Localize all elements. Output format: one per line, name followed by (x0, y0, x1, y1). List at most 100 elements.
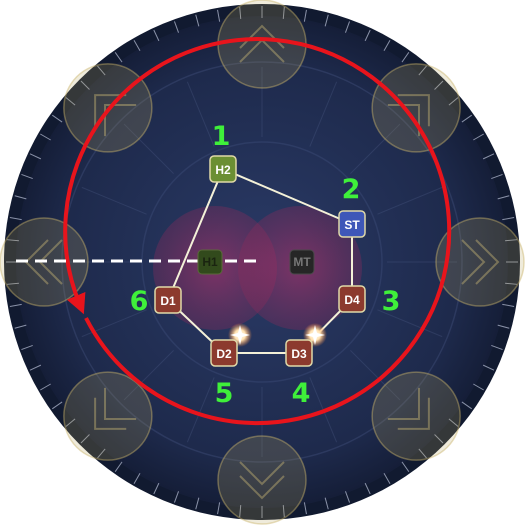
edge-tick (505, 239, 518, 242)
edge-tick (448, 97, 459, 106)
edge-tick (434, 80, 444, 90)
edge-tick (52, 114, 63, 123)
ghost-token-h1: H1 (197, 249, 223, 275)
floor-spoke (186, 377, 215, 443)
svg-text:D3: D3 (291, 347, 307, 361)
edge-tick (497, 324, 510, 329)
edge-tick (114, 52, 123, 63)
svg-text:ST: ST (344, 218, 360, 232)
floor-spoke (81, 186, 147, 215)
edge-tick (40, 383, 51, 391)
edge-tick (97, 65, 106, 76)
edge-tick (502, 217, 515, 221)
edge-tick (9, 217, 22, 221)
edge-tick (461, 114, 472, 123)
edge-tick (40, 133, 51, 141)
edge-tick (239, 505, 242, 518)
svg-text:H1: H1 (202, 255, 218, 269)
edge-tick (153, 482, 160, 495)
edge-tick (434, 434, 444, 444)
svg-text:D4: D4 (344, 293, 360, 307)
edge-tick (239, 6, 242, 19)
edge-tick (401, 52, 410, 63)
edge-tick (482, 364, 495, 371)
edge-tick (383, 40, 391, 51)
edge-tick (505, 282, 518, 285)
edge-tick (114, 461, 123, 472)
edge-tick (303, 9, 307, 22)
edge-tick (448, 418, 459, 427)
floor-spoke (377, 186, 443, 215)
edge-tick (491, 173, 503, 180)
edge-tick (173, 491, 180, 503)
edge-tick (173, 21, 180, 33)
edge-tick (97, 448, 106, 459)
edge-tick (418, 448, 427, 459)
step-label-6: 6 (130, 286, 149, 317)
edge-tick (153, 29, 160, 42)
edge-tick (52, 401, 63, 410)
ghost-token-mt: MT (289, 249, 315, 275)
edge-tick (473, 383, 484, 391)
waymark-circle (217, 435, 307, 525)
floor-spoke (350, 123, 401, 174)
edge-tick (491, 344, 503, 351)
edge-tick (65, 97, 76, 106)
edge-tick (133, 473, 141, 484)
edge-tick (401, 461, 410, 472)
step-label-1: 1 (212, 121, 231, 152)
edge-tick (80, 80, 90, 90)
svg-text:D1: D1 (160, 294, 176, 308)
edge-tick (383, 473, 391, 484)
edge-tick (282, 6, 285, 19)
waymark-circle (63, 371, 153, 461)
step-label-3: 3 (382, 286, 401, 317)
edge-tick (344, 21, 351, 33)
edge-tick (482, 153, 495, 160)
marker-d1: D1 (154, 286, 182, 314)
edge-tick (14, 324, 27, 329)
floor-spoke (377, 309, 443, 338)
waymark-circle (371, 371, 461, 461)
edge-tick (9, 303, 22, 307)
edge-tick (324, 497, 329, 510)
edge-tick (14, 195, 27, 200)
edge-tick (80, 434, 90, 444)
edge-ticks (6, 6, 518, 518)
edge-tick (6, 239, 19, 242)
waymark-circle (435, 217, 525, 307)
edge-tick (497, 195, 510, 200)
edge-tick (6, 282, 19, 285)
marker-h2: H2 (209, 155, 237, 183)
edge-tick (324, 14, 329, 27)
edge-tick (364, 482, 371, 495)
svg-text:MT: MT (293, 255, 311, 269)
edge-tick (133, 40, 141, 51)
marker-d3: D3 (285, 339, 313, 367)
marker-d2: D2 (210, 339, 238, 367)
edge-tick (282, 505, 285, 518)
edge-tick (217, 9, 221, 22)
edge-tick (461, 401, 472, 410)
svg-text:D2: D2 (216, 347, 232, 361)
edge-tick (418, 65, 427, 76)
svg-text:H2: H2 (215, 163, 231, 177)
floor-spoke (123, 123, 174, 174)
edge-tick (29, 364, 42, 371)
edge-tick (217, 502, 221, 515)
edge-tick (29, 153, 42, 160)
edge-tick (21, 173, 33, 180)
edge-tick (364, 29, 371, 42)
step-label-5: 5 (215, 378, 234, 409)
marker-d4: D4 (338, 285, 366, 313)
edge-tick (473, 133, 484, 141)
edge-tick (195, 14, 200, 27)
floor-spoke (350, 350, 401, 401)
edge-tick (344, 491, 351, 503)
waymark-circle (371, 63, 461, 153)
step-label-4: 4 (292, 378, 311, 409)
edge-tick (303, 502, 307, 515)
edge-tick (195, 497, 200, 510)
edge-tick (65, 418, 76, 427)
